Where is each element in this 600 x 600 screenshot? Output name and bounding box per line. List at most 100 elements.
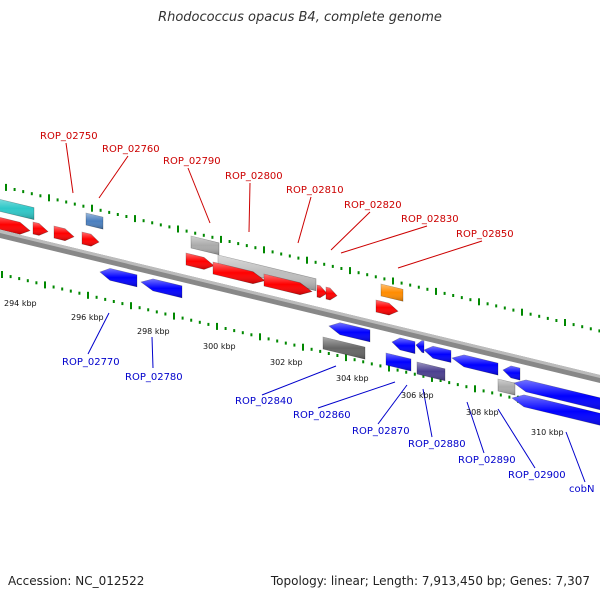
minor-tick [465, 385, 468, 389]
forward-gene-box-shade [381, 284, 403, 302]
reverse-gene-box-shade [386, 353, 411, 371]
minor-tick [405, 370, 408, 374]
minor-tick [159, 223, 162, 227]
minor-tick [267, 337, 270, 341]
minor-tick [13, 188, 16, 191]
minor-tick [589, 327, 592, 331]
forward-gene-label: ROP_02790 [163, 156, 221, 167]
reverse-gene-box-shade [323, 337, 365, 360]
major-tick [130, 302, 132, 310]
forward-gene-arrow-shade [376, 300, 398, 316]
minor-tick [35, 281, 38, 285]
minor-tick [185, 229, 188, 233]
minor-tick [233, 329, 236, 333]
forward-gene-box-shade [0, 199, 34, 220]
forward-leader-line [65, 142, 74, 194]
forward-gene-arrow-shade [33, 222, 48, 236]
forward-gene-label: ROP_02850 [456, 229, 514, 240]
reverse-leader-line [497, 408, 536, 469]
minor-tick [400, 281, 403, 285]
reverse-gene-arrow-shade [329, 322, 370, 342]
major-tick [302, 343, 304, 351]
minor-tick [491, 391, 494, 395]
reverse-gene-label: ROP_02900 [508, 470, 566, 481]
forward-gene-label: ROP_02760 [102, 144, 160, 155]
reverse-gene-arrow-shade [424, 346, 451, 363]
minor-tick [99, 208, 102, 212]
minor-tick [413, 372, 416, 376]
forward-leader-line [248, 182, 251, 233]
minor-tick [362, 360, 365, 364]
minor-tick [104, 297, 107, 301]
minor-tick [65, 200, 68, 204]
minor-tick [241, 331, 244, 335]
minor-tick [482, 389, 485, 393]
reverse-gene-arrow-shade [514, 379, 600, 410]
rna-gene-box-shade [498, 379, 515, 396]
forward-gene-arrow-shade [213, 262, 265, 284]
minor-tick [280, 252, 283, 256]
minor-tick [353, 358, 356, 362]
reverse-leader-line [377, 384, 408, 425]
scale-label: 306 kbp [401, 391, 434, 400]
minor-tick [164, 312, 167, 316]
major-tick [177, 225, 179, 233]
reverse-leader-line [317, 381, 396, 409]
reverse-gene-label: ROP_02860 [293, 410, 351, 421]
reverse-leader-line [422, 388, 433, 438]
minor-tick [155, 310, 158, 314]
minor-tick [288, 254, 291, 258]
minor-tick [503, 306, 506, 310]
reverse-gene-arrow-shade [392, 337, 415, 354]
minor-tick [82, 204, 85, 208]
minor-tick [116, 213, 119, 216]
reverse-leader-line [87, 312, 110, 355]
scale-label: 310 kbp [531, 428, 564, 437]
minor-tick [250, 333, 253, 337]
minor-tick [439, 379, 442, 382]
minor-tick [224, 327, 227, 330]
major-tick [87, 291, 89, 299]
minor-tick [207, 322, 210, 326]
scale-label: 294 kbp [4, 299, 37, 308]
genome-summary-text: Topology: linear; Length: 7,913,450 bp; … [270, 574, 590, 588]
major-tick [1, 271, 3, 278]
rna-gene-box-shade [191, 236, 219, 255]
minor-tick [314, 260, 317, 264]
accession-text: Accession: NC_012522 [8, 574, 145, 588]
reverse-gene-label: ROP_02840 [235, 396, 293, 407]
minor-tick [546, 316, 549, 320]
reverse-gene-arrow-shade [100, 268, 137, 287]
minor-tick [460, 296, 463, 300]
minor-tick [168, 225, 171, 229]
minor-tick [30, 192, 33, 196]
major-tick [345, 354, 347, 362]
major-tick [521, 308, 523, 316]
label-leader-lines [65, 142, 586, 483]
minor-tick [56, 198, 59, 202]
minor-tick [396, 368, 399, 372]
major-tick [48, 194, 50, 202]
minor-tick [340, 267, 343, 270]
minor-tick [297, 256, 300, 260]
minor-tick [495, 304, 498, 308]
reverse-gene-box-shade [417, 362, 445, 381]
minor-tick [581, 325, 584, 329]
minor-tick [370, 362, 373, 366]
minor-tick [22, 190, 25, 194]
scale-label: 308 kbp [466, 408, 499, 417]
major-tick [263, 246, 265, 254]
major-tick [306, 256, 308, 264]
reverse-leader-line [466, 401, 485, 454]
major-tick [91, 204, 93, 212]
major-tick [216, 322, 218, 330]
minor-tick [538, 314, 541, 318]
minor-tick [293, 343, 296, 347]
reverse-leader-line [261, 365, 337, 396]
minor-tick [366, 273, 369, 277]
major-tick [220, 235, 222, 243]
minor-tick [202, 233, 205, 237]
minor-tick [194, 231, 197, 235]
minor-tick [112, 300, 115, 303]
forward-gene-label: ROP_02750 [40, 131, 98, 142]
